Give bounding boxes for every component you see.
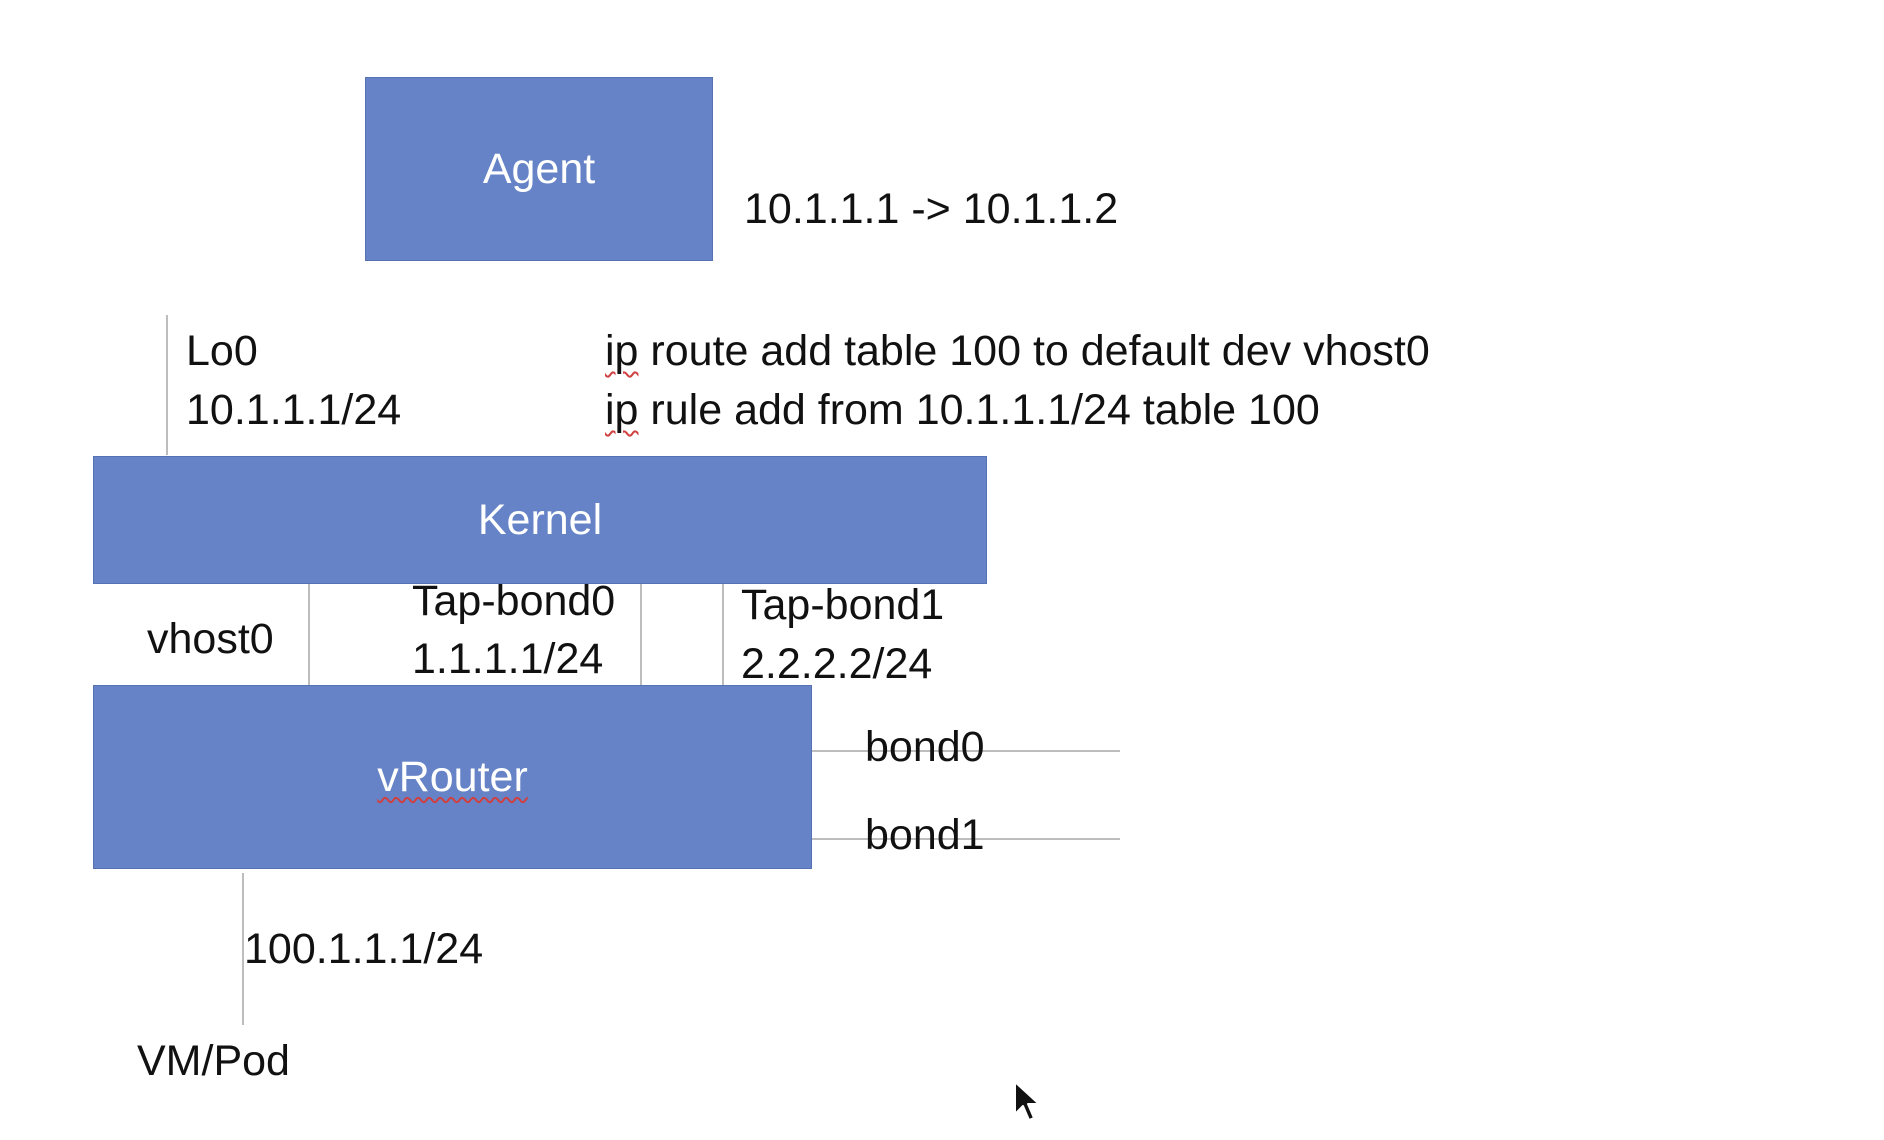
- tap-bond0-name-label: Tap-bond0: [412, 577, 616, 625]
- rule-command-text: ip rule add from 10.1.1.1/24 table 100: [605, 381, 1320, 439]
- vrouter-box-label: vRouter: [377, 752, 528, 801]
- tap-bond0-ip-label: 1.1.1.1/24: [412, 635, 604, 683]
- bond1-connector-line: [810, 838, 1120, 840]
- tap-bond1-name-label: Tap-bond1: [741, 581, 945, 629]
- kernel-box[interactable]: Kernel: [93, 456, 987, 584]
- lo0-ip-label: 10.1.1.1/24: [186, 386, 402, 434]
- route-command-text: ip route add table 100 to default dev vh…: [605, 322, 1430, 380]
- kernel-box-label: Kernel: [477, 495, 603, 544]
- lo0-connector-line: [166, 315, 168, 455]
- route-command-rest: route add table 100 to default dev vhost…: [638, 327, 1430, 375]
- vm-ip-label: 100.1.1.1/24: [244, 925, 484, 973]
- agent-box[interactable]: Agent: [365, 77, 713, 261]
- vm-pod-label: VM/Pod: [137, 1037, 290, 1085]
- tap-bond1-divider-line: [722, 583, 724, 685]
- agent-flow-label: 10.1.1.1 -> 10.1.1.2: [744, 185, 1119, 233]
- mouse-pointer-icon: [1014, 1081, 1040, 1121]
- tap-bond1-ip-label: 2.2.2.2/24: [741, 640, 933, 688]
- route-command-ip-word: ip: [605, 327, 639, 375]
- vm-connector-line: [242, 873, 244, 1025]
- bond0-connector-line: [810, 750, 1120, 752]
- rule-command-ip-word: ip: [605, 386, 639, 434]
- vhost0-label: vhost0: [147, 615, 274, 663]
- tap-bond0-divider-line: [640, 583, 642, 685]
- bond0-label: bond0: [865, 723, 985, 771]
- rule-command-rest: rule add from 10.1.1.1/24 table 100: [638, 386, 1320, 434]
- bond1-label: bond1: [865, 811, 985, 859]
- lo0-name-label: Lo0: [186, 327, 258, 375]
- vrouter-box[interactable]: vRouter: [93, 685, 812, 869]
- agent-box-label: Agent: [482, 144, 596, 193]
- vhost0-divider-line: [308, 583, 310, 685]
